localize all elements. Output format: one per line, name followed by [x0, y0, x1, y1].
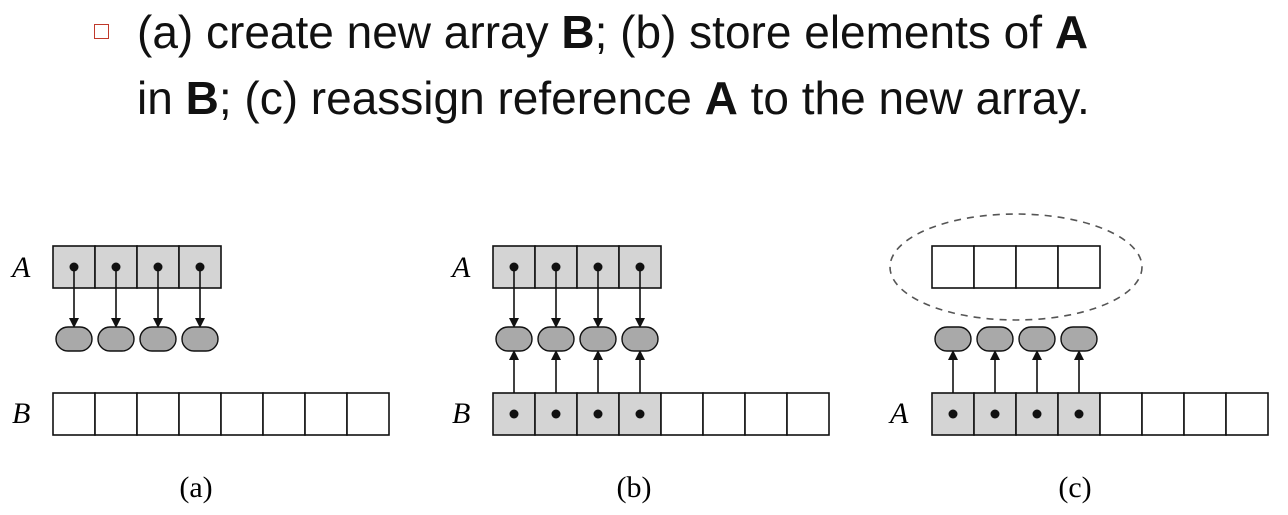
panel-b-array-b-reference-dot-1	[551, 409, 561, 419]
panel-b-element-2	[579, 326, 617, 352]
panel-c-bottom-label: A	[888, 397, 909, 430]
panel-a-array-b-cell-3	[178, 392, 222, 436]
panel-c-array-a-reference-dot-2	[1032, 409, 1042, 419]
line1-run-0: (a) create new array	[137, 6, 562, 58]
panel-a: A B (a)	[10, 245, 390, 504]
panel-b-array-b-cell-4	[660, 392, 704, 436]
panel-c-element-0	[934, 326, 972, 352]
panel-c-array-a	[931, 392, 1269, 436]
panel-b-element-3	[621, 326, 659, 352]
panel-b-element-1	[537, 326, 575, 352]
panel-c-old-array-cell-3	[1057, 245, 1101, 289]
panel-c-array-a-cell-4	[1099, 392, 1143, 436]
panel-b-array-b-reference-dot-3	[635, 409, 645, 419]
panel-b-top-label: A	[450, 251, 471, 284]
panel-b-array-b-cell-5	[702, 392, 746, 436]
panel-a-array-a	[52, 245, 222, 289]
panel-b-elements	[495, 267, 659, 414]
panel-a-elements	[55, 267, 219, 352]
panel-c-array-a-reference-dot-3	[1074, 409, 1084, 419]
panel-c-old-array	[931, 245, 1101, 289]
panel-a-element-3	[181, 326, 219, 352]
line2-run-0: in	[137, 72, 186, 124]
bullet-square-icon	[94, 24, 109, 39]
panel-c-array-a-cell-6	[1183, 392, 1227, 436]
panel-c-old-array-cell-1	[973, 245, 1017, 289]
bullet-text-line-2: in B; (c) reassign reference A to the ne…	[137, 72, 1090, 124]
panel-c-element-3	[1060, 326, 1098, 352]
panel-c-element-2	[1018, 326, 1056, 352]
panel-c-array-a-cell-7	[1225, 392, 1269, 436]
line1-run-1: B	[561, 6, 595, 58]
panel-a-element-2	[139, 326, 177, 352]
panel-b-array-a	[492, 245, 662, 289]
panel-a-array-b-cell-1	[94, 392, 138, 436]
line2-run-3: A	[704, 72, 738, 124]
panel-b-caption: (b)	[617, 471, 652, 504]
panel-a-array-b-cell-2	[136, 392, 180, 436]
panel-a-caption: (a)	[179, 471, 212, 504]
panel-a-element-0	[55, 326, 93, 352]
line1-run-3: A	[1054, 6, 1089, 58]
panel-b-array-b-reference-dot-2	[593, 409, 603, 419]
panel-c-array-a-cell-5	[1141, 392, 1185, 436]
panel-a-array-b-cell-7	[346, 392, 390, 436]
panel-c-array-a-reference-dot-1	[990, 409, 1000, 419]
panel-b-array-b-cell-7	[786, 392, 830, 436]
panel-a-top-label: A	[10, 251, 31, 284]
panel-a-array-b-cell-5	[262, 392, 306, 436]
panel-b-bottom-label: B	[452, 397, 470, 430]
panel-b-array-b-reference-dot-0	[509, 409, 519, 419]
panel-a-element-1	[97, 326, 135, 352]
panel-b-array-b-cell-6	[744, 392, 788, 436]
bullet-text-line-1: (a) create new array B; (b) store elemen…	[137, 6, 1088, 58]
panel-a-array-b-cell-0	[52, 392, 96, 436]
discarded-array-outline	[889, 213, 1143, 321]
panel-a-array-b-cell-6	[304, 392, 348, 436]
panel-c: A (c)	[888, 213, 1269, 504]
bullet-point: (a) create new array B; (b) store elemen…	[0, 0, 1288, 150]
panel-c-caption: (c)	[1058, 471, 1091, 504]
line2-run-2: ; (c) reassign reference	[218, 72, 705, 124]
line2-run-1: B	[185, 72, 219, 124]
panel-c-old-array-cell-0	[931, 245, 975, 289]
panel-b: A B (b)	[450, 245, 830, 504]
panel-b-array-b	[492, 392, 830, 436]
line2-run-4: to the new array.	[737, 72, 1090, 124]
panel-a-array-b-cell-4	[220, 392, 264, 436]
panel-c-old-array-cell-2	[1015, 245, 1059, 289]
panel-b-array-b-cell-0	[492, 392, 536, 436]
panel-b-element-0	[495, 326, 533, 352]
panel-a-array-b	[52, 392, 390, 436]
panel-a-bottom-label: B	[12, 397, 30, 430]
panel-c-elements	[934, 326, 1098, 414]
panel-c-element-1	[976, 326, 1014, 352]
line1-run-2: ; (b) store elements of	[594, 6, 1055, 58]
panel-c-array-a-reference-dot-0	[948, 409, 958, 419]
